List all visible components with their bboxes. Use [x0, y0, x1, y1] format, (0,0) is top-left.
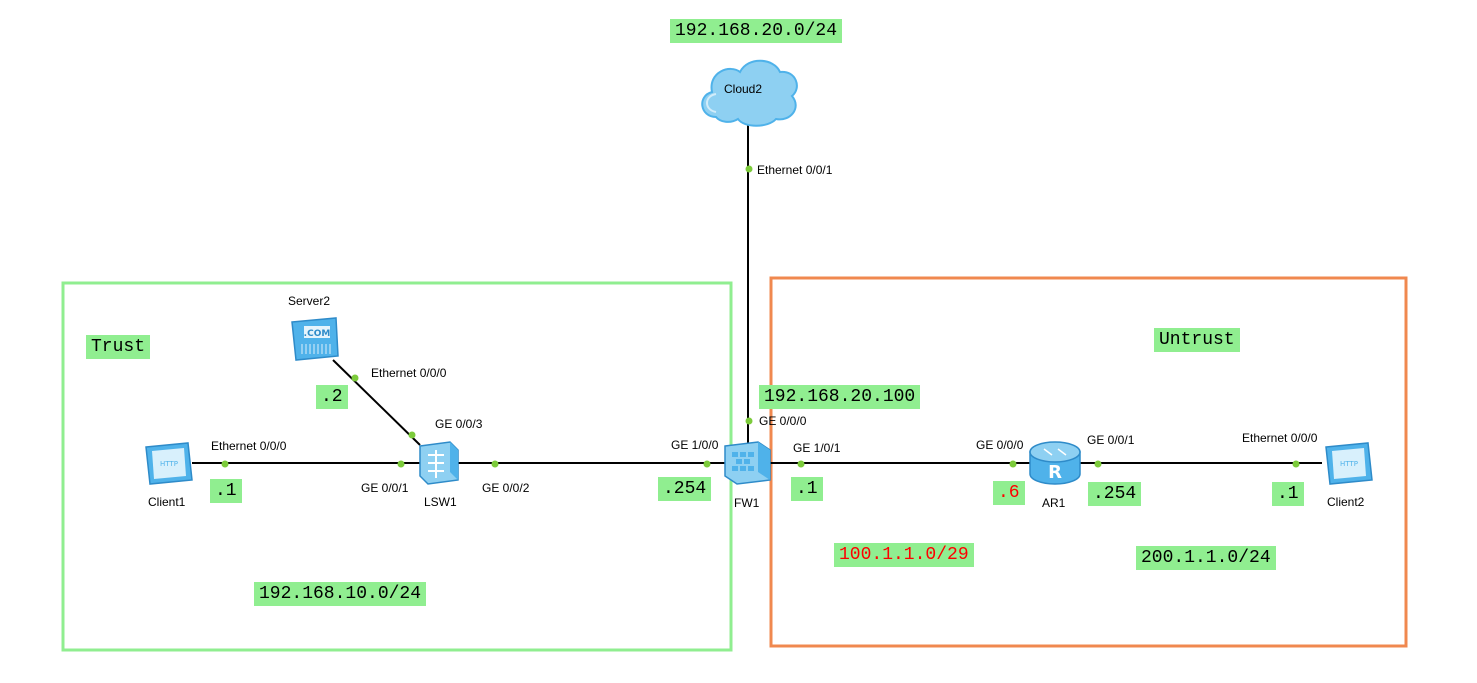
network-label-client2: 200.1.1.0/24	[1136, 546, 1276, 570]
zone-label-trust: Trust	[86, 335, 151, 359]
server-icon[interactable]: .COM	[291, 317, 339, 361]
port-label-cloud2-eth001: Ethernet 0/0/1	[757, 163, 833, 177]
port-label-client1-eth000: Ethernet 0/0/0	[211, 439, 287, 453]
port-dot-client1	[221, 460, 229, 468]
device-name-lsw1: LSW1	[424, 495, 457, 509]
host-label-fw1-trust: .254	[658, 477, 712, 501]
switch-icon[interactable]	[419, 441, 459, 485]
network-label-top: 192.168.20.0/24	[670, 19, 843, 43]
http-client-icon[interactable]: HTTP	[1325, 442, 1373, 485]
cloud-icon[interactable]	[701, 59, 798, 127]
device-name-client2: Client2	[1327, 495, 1365, 509]
host-label-ar1-g000: .6	[993, 481, 1025, 505]
host-label-client2: .1	[1272, 482, 1304, 506]
port-label-lsw1-ge003: GE 0/0/3	[435, 417, 483, 431]
firewall-icon[interactable]	[724, 441, 771, 485]
link-server2-lsw1	[332, 359, 421, 446]
port-label-server2-eth000: Ethernet 0/0/0	[371, 366, 447, 380]
svg-text:R: R	[1048, 462, 1062, 483]
host-label-fw1-untrust: .1	[791, 477, 823, 501]
port-dot-ar1-ge001	[1094, 460, 1102, 468]
device-name-fw1: FW1	[734, 496, 760, 510]
port-label-lsw1-ge001: GE 0/0/1	[361, 481, 409, 495]
device-name-client1: Client1	[148, 495, 186, 509]
port-dot-fw1-ge100	[703, 460, 711, 468]
port-dots	[221, 165, 1300, 468]
port-label-fw1-ge100: GE 1/0/0	[671, 438, 719, 452]
port-label-fw1-ge000: GE 0/0/0	[759, 414, 807, 428]
port-dot-lsw1-ge003	[408, 431, 416, 439]
network-label-trust: 192.168.10.0/24	[254, 582, 427, 606]
port-dot-lsw1-ge002	[491, 460, 499, 468]
port-dot-lsw1-ge001	[397, 460, 405, 468]
svg-text:.COM: .COM	[304, 329, 331, 339]
port-dot-client2	[1292, 460, 1300, 468]
network-label-transit: 100.1.1.0/29	[834, 543, 974, 567]
port-dot-fw1-ge000	[745, 417, 753, 425]
device-name-ar1: AR1	[1042, 496, 1066, 510]
host-label-client1: .1	[210, 479, 242, 503]
svg-text:HTTP: HTTP	[1340, 460, 1358, 468]
http-client-icon[interactable]: HTTP	[145, 442, 193, 485]
port-label-lsw1-ge002: GE 0/0/2	[482, 481, 530, 495]
port-label-ar1-ge001: GE 0/0/1	[1087, 433, 1135, 447]
port-dot-fw1-ge101	[797, 460, 805, 468]
host-label-server2: .2	[316, 385, 348, 409]
zone-label-untrust: Untrust	[1154, 328, 1240, 352]
svg-text:HTTP: HTTP	[160, 460, 178, 468]
port-dot-cloud2	[745, 165, 753, 173]
port-label-fw1-ge101: GE 1/0/1	[793, 441, 841, 455]
host-label-ar1-g001: .254	[1088, 482, 1142, 506]
device-name-cloud2: Cloud2	[724, 82, 763, 96]
device-name-server2: Server2	[288, 294, 331, 308]
port-label-ar1-ge000: GE 0/0/0	[976, 438, 1024, 452]
router-icon[interactable]: R	[1029, 441, 1081, 485]
port-dot-server2	[351, 374, 359, 382]
port-label-client2-eth000: Ethernet 0/0/0	[1242, 431, 1318, 445]
host-label-fw1-cloud: 192.168.20.100	[759, 385, 921, 409]
port-dot-ar1-ge000	[1009, 460, 1017, 468]
